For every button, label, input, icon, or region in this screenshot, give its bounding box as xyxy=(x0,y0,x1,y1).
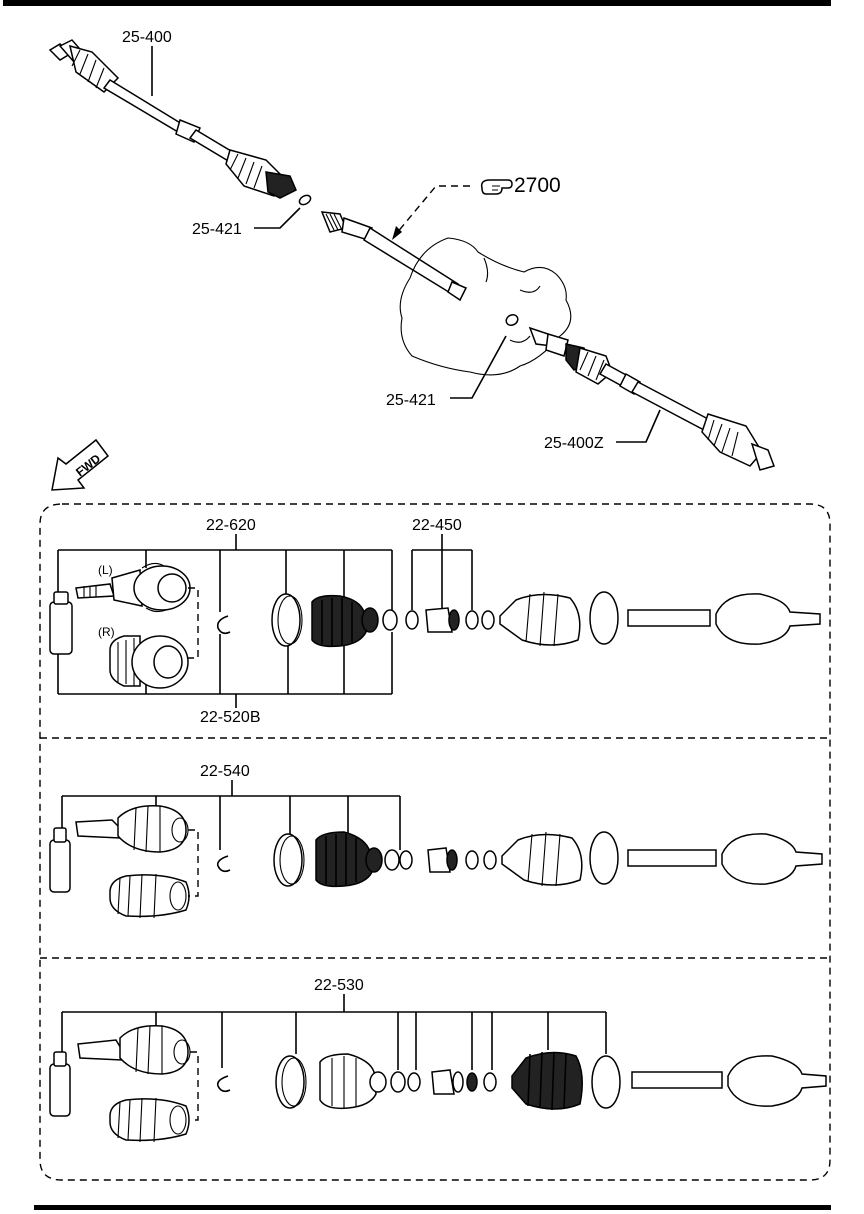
kit-section-1: 22-620 22-450 22-520B (L) (R) xyxy=(49,517,821,726)
kit-box xyxy=(39,503,831,1181)
ring-right xyxy=(505,313,519,327)
fwd-arrow-icon: FWD xyxy=(51,438,110,491)
label-side-l: (L) xyxy=(98,563,113,577)
label-22-450: 22-450 xyxy=(412,517,462,534)
top-border xyxy=(3,0,831,6)
label-25-421-right: 25-421 xyxy=(386,392,436,409)
transaxle-outline xyxy=(399,237,572,376)
ref-leader-line xyxy=(395,185,470,235)
kit-section-2: 22-540 xyxy=(49,763,823,919)
label-22-520b: 22-520B xyxy=(200,709,261,726)
label-22-540: 22-540 xyxy=(200,763,250,780)
ring-left xyxy=(298,194,312,206)
drive-shaft-left-assembly xyxy=(48,39,297,199)
label-side-r: (R) xyxy=(98,625,115,639)
pointing-hand-icon xyxy=(480,179,513,195)
label-22-530: 22-530 xyxy=(314,977,364,994)
bottom-border xyxy=(34,1205,831,1210)
label-25-400: 25-400 xyxy=(122,29,172,46)
label-2700: 2700 xyxy=(514,174,561,197)
label-22-620: 22-620 xyxy=(206,517,256,534)
label-25-421-left: 25-421 xyxy=(192,221,242,238)
drive-shaft-right-assembly xyxy=(528,326,775,471)
joint-shaft xyxy=(320,211,468,302)
kit-section-3: 22-530 xyxy=(49,977,827,1143)
label-25-400z: 25-400Z xyxy=(544,435,604,452)
